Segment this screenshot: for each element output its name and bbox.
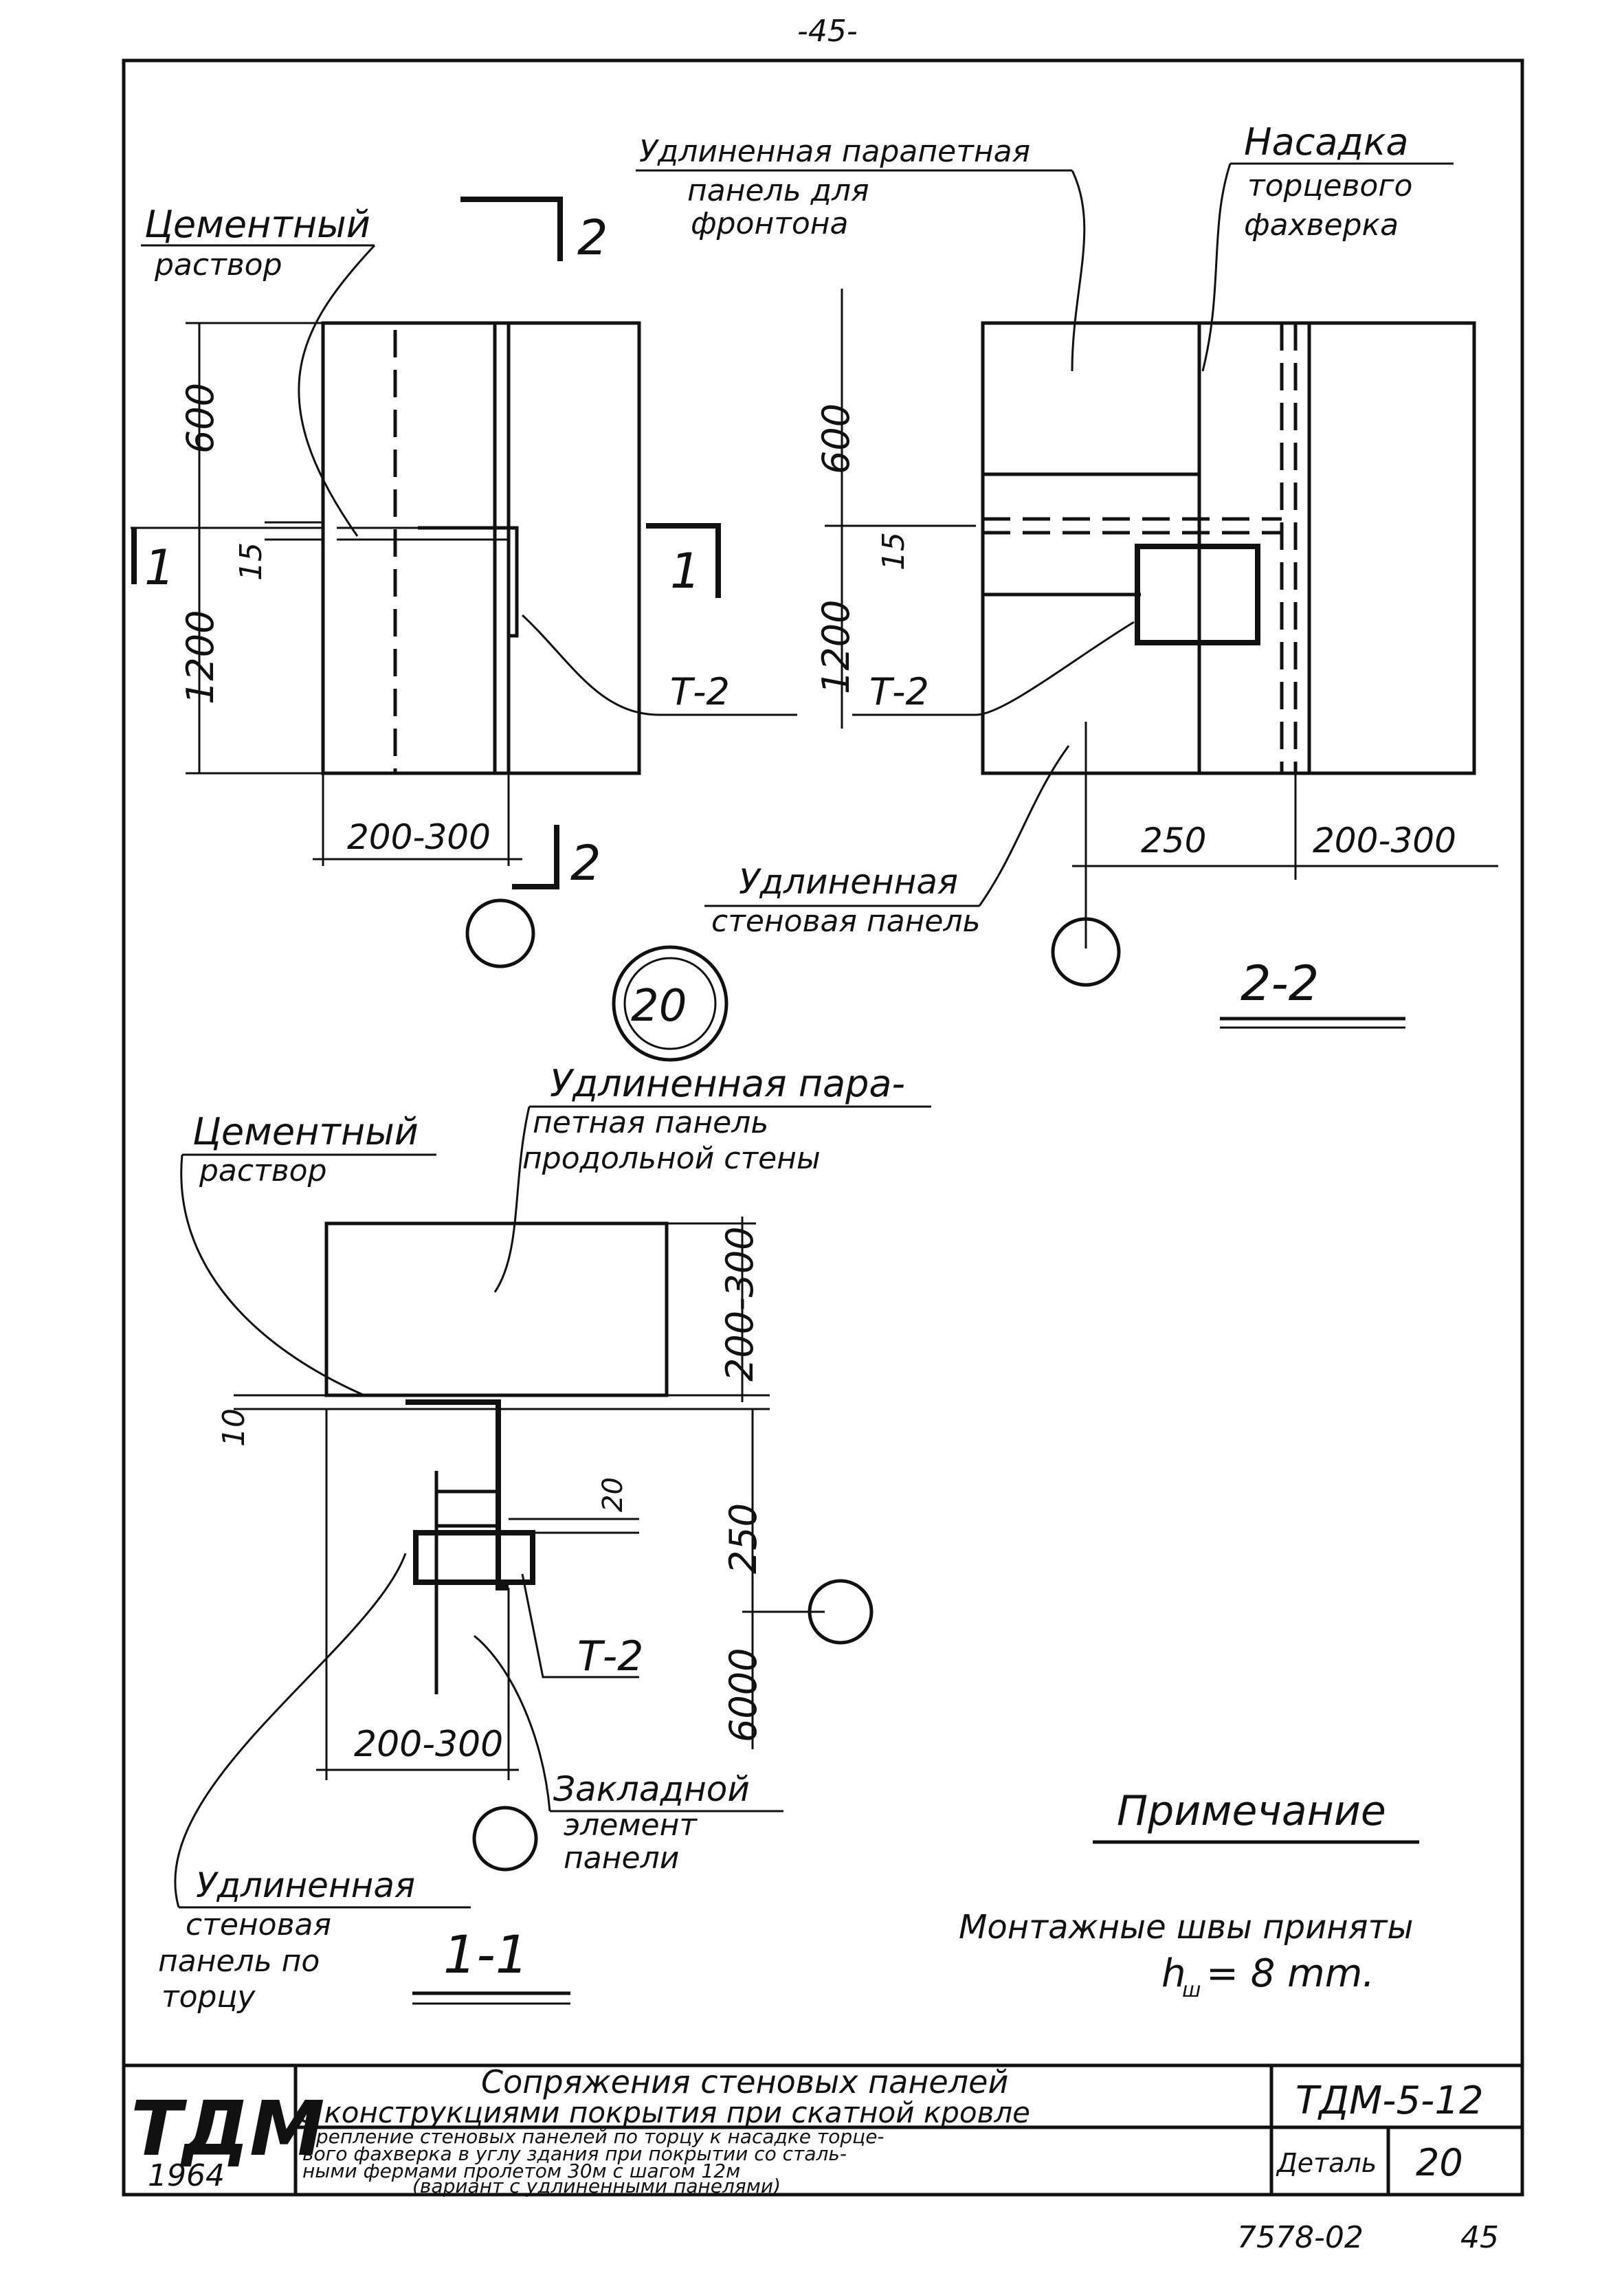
label-end-wall-panel: Удлиненная bbox=[196, 1865, 415, 1905]
dim-250-right: 250 bbox=[1141, 821, 1206, 861]
dim-6000: 6000 bbox=[722, 1648, 765, 1742]
label-long-parapet-3: продольной стены bbox=[522, 1141, 821, 1176]
label-end-wall-panel-3: панель по bbox=[158, 1944, 320, 1979]
year: 1964 bbox=[148, 2158, 225, 2193]
cut-mark-1-right: 1 bbox=[670, 543, 701, 599]
section-mark-2-top: 2 bbox=[577, 210, 608, 266]
subtitle-line-4: (вариант с удлиненными панелями) bbox=[412, 2175, 781, 2197]
label-facade-cap-2: торцевого bbox=[1247, 168, 1412, 203]
label-long-parapet: Удлиненная пара- bbox=[550, 1062, 905, 1105]
label-wall-panel: Удлиненная bbox=[739, 862, 958, 902]
dim-10: 10 bbox=[216, 1408, 252, 1447]
label-long-parapet-2: петная панель bbox=[533, 1105, 768, 1140]
label-embed-element: Закладной bbox=[553, 1769, 750, 1809]
weld-t2-1-1: Т-2 bbox=[577, 1632, 643, 1681]
label-cement-mortar: Цементный bbox=[144, 203, 370, 246]
main-title-line-1: Сопряжения стеновых панелей bbox=[481, 2063, 1008, 2100]
label-facade-cap: Насадка bbox=[1244, 120, 1409, 164]
label-cement-mortar-1-1: Цементный bbox=[192, 1110, 419, 1153]
dim-20: 20 bbox=[597, 1477, 629, 1512]
view-2-2: Цементный раствор 2 Удлиненная парапетна… bbox=[131, 120, 1498, 1062]
section-mark-2-bottom: 2 bbox=[570, 835, 601, 891]
footer-page: 45 bbox=[1460, 2220, 1499, 2255]
label-cement-mortar-2: раствор bbox=[154, 247, 282, 282]
weld-t2-right: Т-2 bbox=[869, 670, 929, 713]
dim-600-left: 600 bbox=[179, 383, 222, 454]
title-block: ТДМ 1964 Сопряжения стеновых панелей с к… bbox=[124, 2063, 1522, 2197]
dim-15-left: 15 bbox=[234, 542, 269, 581]
drawing-code: ТДМ-5-12 bbox=[1295, 2078, 1484, 2123]
detail-value: 20 bbox=[1416, 2141, 1463, 2184]
label-parapet-panel-2: панель для bbox=[687, 173, 869, 208]
view-1-1: Удлиненная пара- петная панель продольно… bbox=[158, 1062, 931, 2015]
label-end-wall-panel-4: торцу bbox=[162, 1980, 256, 2015]
label-cement-mortar-1-1-2: раствор bbox=[199, 1153, 327, 1188]
note: Примечание Монтажные швы приняты h ш = 8… bbox=[959, 1787, 1419, 2002]
dim-600-right: 600 bbox=[814, 403, 858, 474]
label-end-wall-panel-2: стеновая bbox=[186, 1907, 331, 1942]
label-facade-cap-3: фахверка bbox=[1244, 208, 1399, 243]
label-wall-panel-2: стеновая панель bbox=[711, 904, 981, 939]
view-title-2-2: 2-2 bbox=[1241, 955, 1319, 1012]
dim-200-300-right: 200-300 bbox=[1313, 821, 1456, 861]
note-h-symbol: h bbox=[1161, 1951, 1186, 1996]
note-line-1: Монтажные швы приняты bbox=[959, 1908, 1413, 1947]
note-title: Примечание bbox=[1117, 1787, 1386, 1835]
detail-label: Деталь bbox=[1276, 2148, 1377, 2178]
subtitle-line-3: ными фермами пролетом 30м с шагом 12м bbox=[302, 2160, 740, 2182]
label-parapet-panel: Удлиненная парапетная bbox=[639, 134, 1030, 169]
dim-250-1-1: 250 bbox=[722, 1503, 765, 1574]
tdm-logo: ТДМ bbox=[131, 2085, 324, 2173]
note-h-subscript: ш bbox=[1182, 1978, 1201, 2002]
weld-t2-left: Т-2 bbox=[670, 670, 730, 713]
dim-200-300-left: 200-300 bbox=[347, 817, 491, 857]
dim-200-300-vertical: 200-300 bbox=[718, 1226, 761, 1382]
footer-number: 7578-02 bbox=[1237, 2220, 1364, 2255]
dim-1200-left: 1200 bbox=[179, 610, 222, 705]
dim-15-right: 15 bbox=[876, 532, 911, 570]
label-embed-element-2: элемент bbox=[564, 1808, 698, 1843]
main-title-line-2: с конструкциями покрытия при скатной кро… bbox=[299, 2096, 1030, 2129]
cut-mark-1-left: 1 bbox=[144, 540, 175, 596]
view-title-1-1: 1-1 bbox=[443, 1924, 529, 1985]
page-number-top: -45- bbox=[797, 14, 858, 49]
note-line-2: = 8 mm. bbox=[1206, 1951, 1375, 1996]
label-embed-element-3: панели bbox=[564, 1841, 679, 1876]
subtitle-line-2: вого фахверка в углу здания при покрытии… bbox=[302, 2142, 847, 2165]
dim-1200-right: 1200 bbox=[814, 600, 858, 694]
detail-number-circle: 20 bbox=[631, 981, 687, 1032]
sheet-frame bbox=[122, 58, 1524, 2197]
label-parapet-panel-3: фронтона bbox=[691, 206, 849, 241]
subtitle-line-1: Крепление стеновых панелей по торцу к на… bbox=[302, 2125, 885, 2148]
dim-200-300-1-1: 200-300 bbox=[354, 1724, 503, 1765]
